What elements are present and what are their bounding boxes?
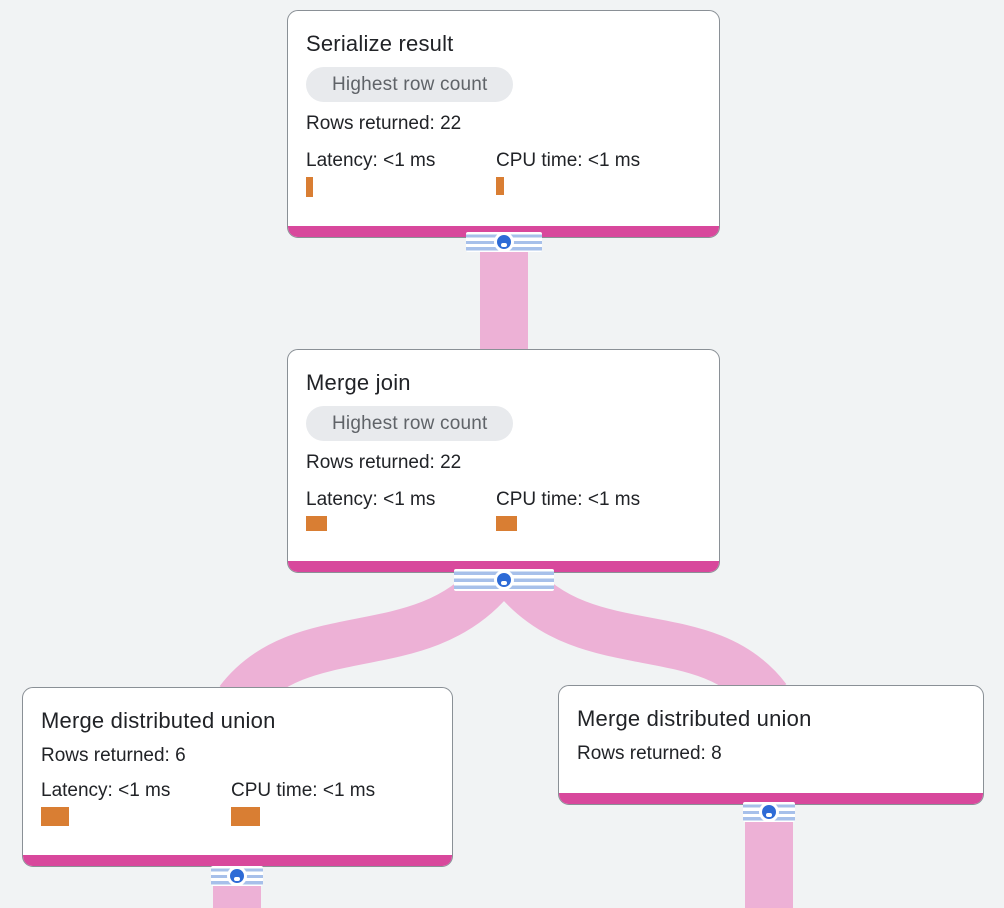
plan-node-serialize-result[interactable]: Serialize result Highest row count Rows …	[287, 10, 720, 238]
cpu-time-metric: CPU time: <1 ms	[496, 488, 686, 531]
flow-edge-serialize-to-mergejoin	[480, 236, 528, 352]
node-bottom-strip	[288, 561, 719, 572]
collapse-minus-icon[interactable]	[759, 802, 779, 822]
rows-returned: Rows returned: 22	[306, 113, 462, 134]
latency-bar	[306, 516, 327, 531]
latency-label: Latency: <1 ms	[306, 489, 436, 510]
collapse-minus-icon[interactable]	[494, 232, 514, 252]
latency-metric: Latency: <1 ms	[306, 149, 496, 197]
plan-node-merge-join[interactable]: Merge join Highest row count Rows return…	[287, 349, 720, 573]
cpu-time-label: CPU time: <1 ms	[231, 780, 376, 801]
flow-edge-mergejoin-to-right-union	[498, 564, 787, 713]
collapse-minus-icon[interactable]	[227, 866, 247, 886]
latency-metric: Latency: <1 ms	[306, 488, 496, 531]
latency-bar	[41, 807, 69, 826]
node-title: Merge join	[306, 370, 411, 395]
node-bottom-strip	[23, 855, 452, 866]
node-title: Serialize result	[306, 31, 454, 56]
collapse-minus-icon[interactable]	[494, 570, 514, 590]
latency-bar	[306, 177, 313, 197]
cpu-time-label: CPU time: <1 ms	[496, 489, 641, 510]
node-title: Merge distributed union	[41, 708, 276, 733]
collapse-handle-merge-join	[454, 569, 554, 591]
collapse-handle-serialize-result	[466, 232, 542, 252]
cpu-time-bar	[496, 516, 517, 531]
metrics-row: Latency: <1 ms CPU time: <1 ms	[306, 149, 701, 197]
latency-metric: Latency: <1 ms	[41, 779, 231, 826]
rows-returned: Rows returned: 22	[306, 452, 462, 473]
latency-label: Latency: <1 ms	[306, 150, 436, 171]
metrics-row: Latency: <1 ms CPU time: <1 ms	[306, 488, 701, 531]
cpu-time-metric: CPU time: <1 ms	[496, 149, 686, 197]
cpu-time-label: CPU time: <1 ms	[496, 150, 641, 171]
cpu-time-bar	[496, 177, 504, 195]
metrics-row: Latency: <1 ms CPU time: <1 ms	[41, 779, 434, 826]
node-title: Merge distributed union	[577, 706, 812, 731]
plan-node-merge-distributed-union-left[interactable]: Merge distributed union Rows returned: 6…	[22, 687, 453, 867]
highest-row-count-badge: Highest row count	[306, 406, 514, 441]
node-bottom-strip	[559, 793, 983, 804]
cpu-time-metric: CPU time: <1 ms	[231, 779, 421, 826]
rows-returned: Rows returned: 8	[577, 743, 722, 764]
flow-edge-mergejoin-to-left-union	[219, 564, 510, 715]
node-bottom-strip	[288, 226, 719, 237]
highest-row-count-badge: Highest row count	[306, 67, 514, 102]
latency-label: Latency: <1 ms	[41, 780, 171, 801]
rows-returned: Rows returned: 6	[41, 745, 186, 766]
collapse-handle-right-union	[743, 802, 795, 822]
collapse-handle-left-union	[211, 866, 263, 886]
cpu-time-bar	[231, 807, 260, 826]
plan-node-merge-distributed-union-right[interactable]: Merge distributed union Rows returned: 8	[558, 685, 984, 805]
